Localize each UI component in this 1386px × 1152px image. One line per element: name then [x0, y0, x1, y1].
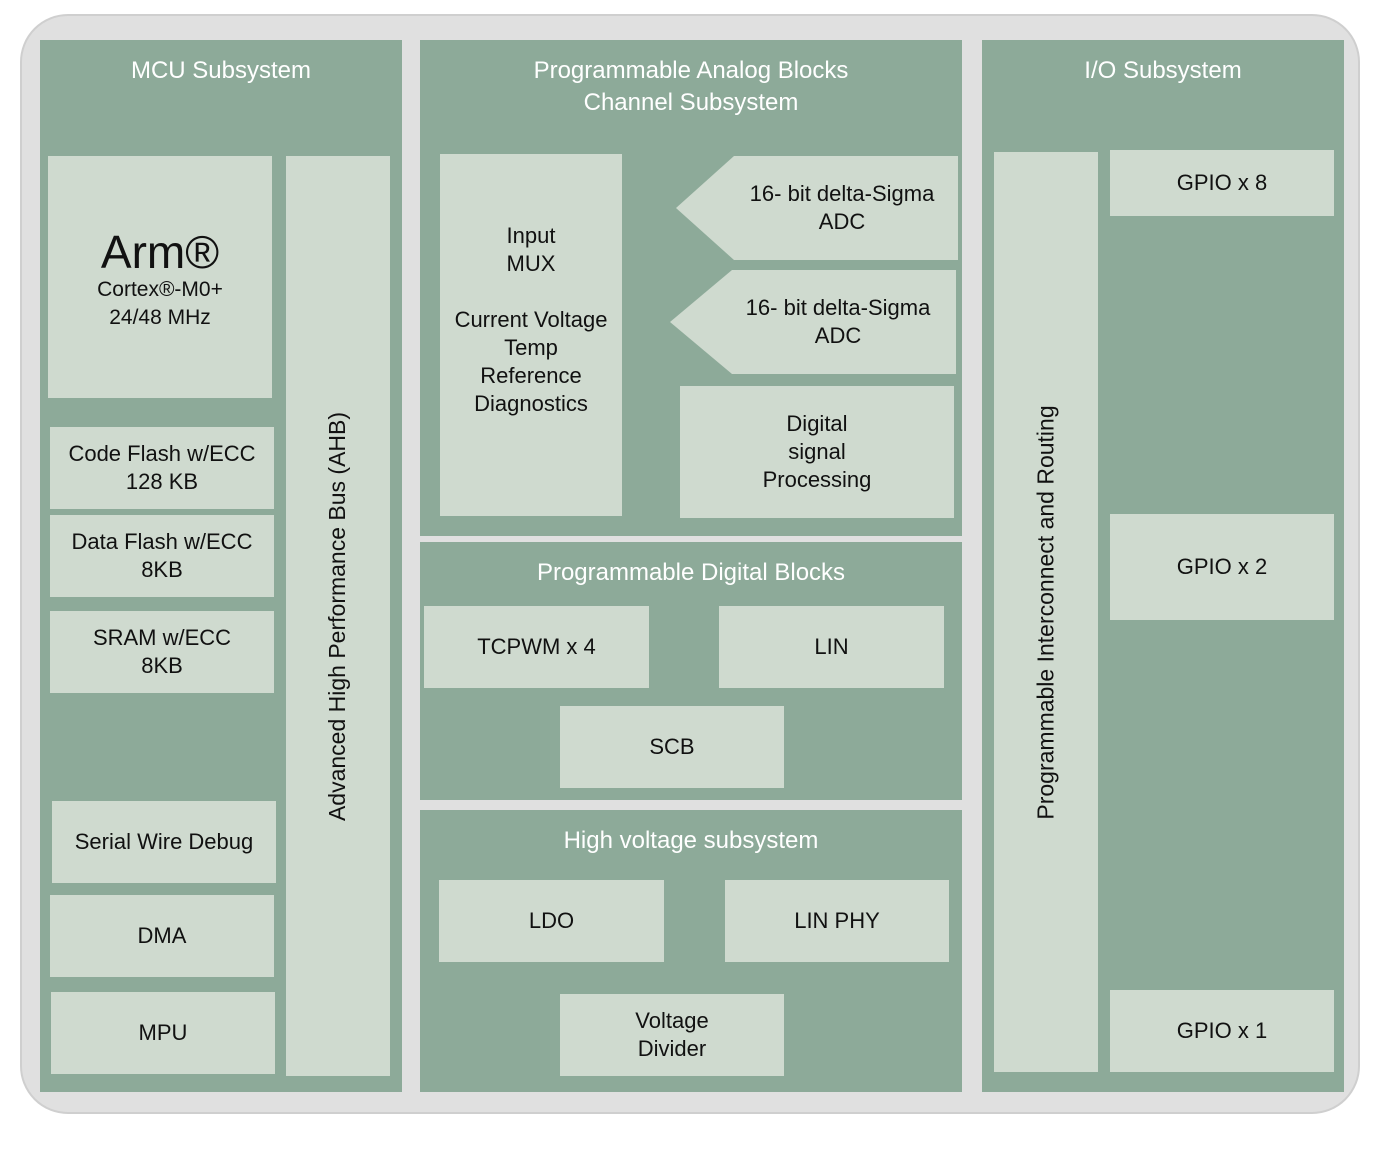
serial-wire-debug-block: Serial Wire Debug — [52, 801, 276, 883]
input-mux-block: Input MUX Current Voltage Temp Reference… — [440, 154, 622, 516]
ahb-bus-block — [286, 156, 390, 1076]
adc-label-1: 16- bit delta-Sigma ADC — [749, 181, 935, 234]
dsp-block: Digital signal Processing — [680, 386, 954, 518]
lin-phy-block: LIN PHY — [725, 880, 949, 962]
adc-block-2: 16- bit delta-Sigma ADC — [670, 270, 956, 374]
adc-block-1: 16- bit delta-Sigma ADC — [676, 156, 958, 260]
digital-subsystem-title: Programmable Digital Blocks — [536, 559, 846, 586]
adc-label-2: 16- bit delta-Sigma ADC — [745, 295, 931, 348]
adc-shape-1 — [676, 156, 958, 260]
hv-subsystem-title: High voltage subsystem — [563, 827, 819, 854]
cpu-core: Cortex®-M0+ — [97, 278, 223, 301]
interconnect-label: Programmable Interconnect and Routing — [1032, 404, 1059, 820]
analog-subsystem-title: Programmable Analog Blocks Channel Subsy… — [533, 57, 849, 116]
adc-shape-2 — [670, 270, 956, 374]
cpu-brand: Arm® — [100, 226, 220, 278]
data-flash-block: Data Flash w/ECC 8KB — [50, 515, 274, 597]
tcpwm-block: TCPWM x 4 — [424, 606, 649, 688]
cpu-clock: 24/48 MHz — [109, 306, 211, 329]
ldo-block: LDO — [439, 880, 664, 962]
cpu-block: Arm® Cortex®-M0+ 24/48 MHz — [48, 156, 272, 398]
sram-block: SRAM w/ECC 8KB — [50, 611, 274, 693]
ahb-bus-label-wrap: Advanced High Performance Bus (AHB) — [286, 156, 390, 1076]
mpu-block: MPU — [51, 992, 275, 1074]
lin-block: LIN — [719, 606, 944, 688]
ahb-bus-label: Advanced High Performance Bus (AHB) — [324, 411, 351, 821]
gpio-x2-block: GPIO x 2 — [1110, 514, 1334, 620]
gpio-x1-block: GPIO x 1 — [1110, 990, 1334, 1072]
voltage-divider-block: Voltage Divider — [560, 994, 784, 1076]
scb-block: SCB — [560, 706, 784, 788]
gpio-x8-block: GPIO x 8 — [1110, 150, 1334, 216]
interconnect-block — [994, 152, 1098, 1072]
interconnect-label-wrap: Programmable Interconnect and Routing — [994, 152, 1098, 1072]
dma-block: DMA — [50, 895, 274, 977]
io-subsystem-title: I/O Subsystem — [1084, 57, 1242, 84]
code-flash-block: Code Flash w/ECC 128 KB — [50, 427, 274, 509]
mcu-subsystem-title: MCU Subsystem — [130, 57, 312, 84]
